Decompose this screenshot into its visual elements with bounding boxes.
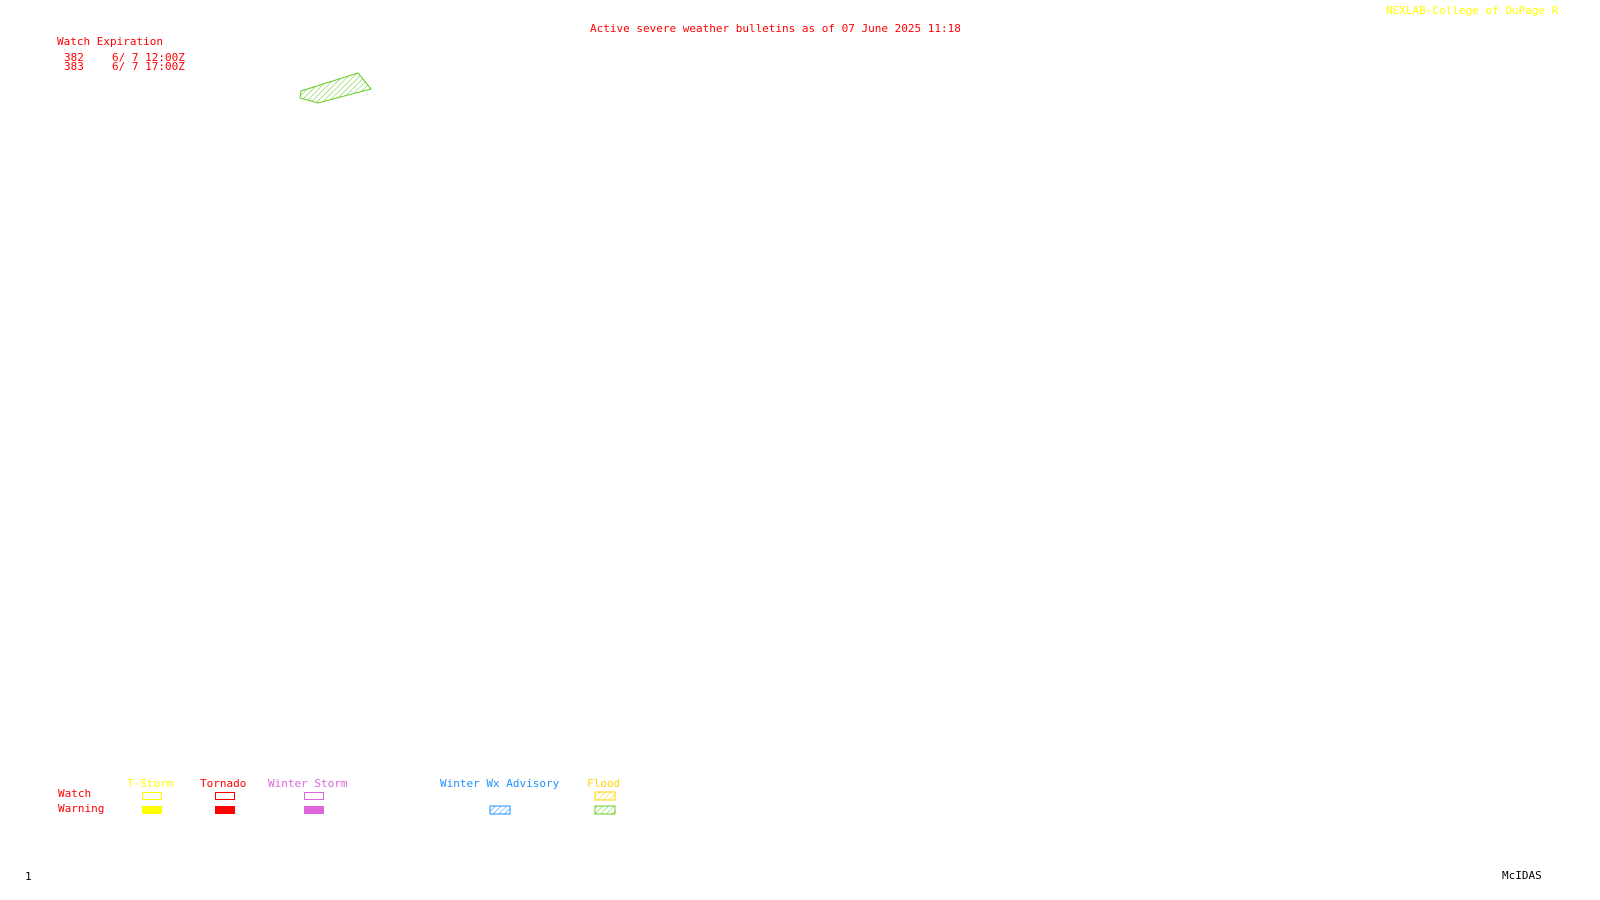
legend-label-tornado: Tornado — [200, 777, 247, 790]
legend-row-watch: Watch — [58, 787, 92, 800]
tstorm-warning-swatch — [142, 806, 162, 814]
legend-row-warning: Warning — [58, 802, 105, 815]
tstorm-watch-swatch — [142, 792, 162, 800]
watch-id: 382 — [64, 51, 84, 64]
software-label: McIDAS — [1502, 869, 1542, 882]
legend-label-tstorm: T-Storm — [127, 777, 174, 790]
watch-expiration: 6/ 7 17:00Z — [112, 60, 185, 73]
winter-storm-watch-swatch — [304, 792, 324, 800]
frame-number: 1 — [25, 870, 32, 883]
legend-label-winter-storm: Winter Storm — [268, 777, 348, 790]
tornado-watch-swatch — [215, 792, 235, 800]
legend-label-winter-wx-advisory: Winter Wx Advisory — [440, 777, 560, 790]
watch-expiration: 6/ 7 12:00Z — [112, 51, 185, 64]
watch-id: 383 — [64, 60, 84, 73]
flood-warning-polygon — [299, 72, 372, 104]
credit-label: NEXLAB-College of DuPage R — [1386, 4, 1559, 17]
winter-storm-warning-swatch — [304, 806, 324, 814]
page-title: Active severe weather bulletins as of 07… — [590, 22, 961, 35]
watch-table-heading: Watch Expiration — [57, 35, 163, 48]
legend-label-flood: Flood — [587, 777, 621, 790]
tornado-warning-swatch — [215, 806, 235, 814]
